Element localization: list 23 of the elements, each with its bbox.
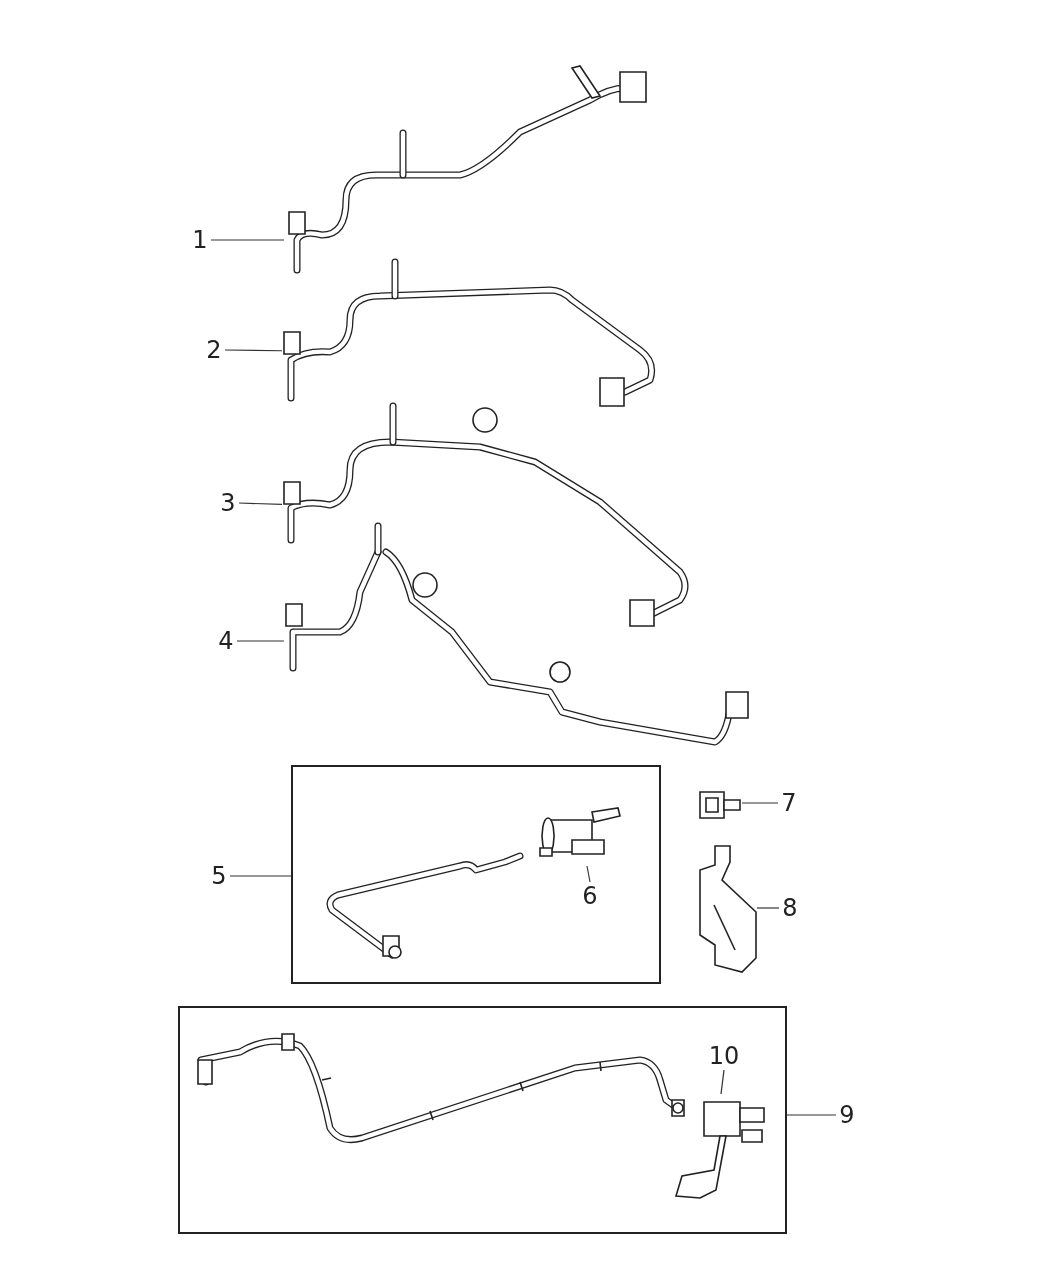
leader-line (756, 907, 780, 909)
leader-line (229, 875, 292, 877)
leader-line (224, 349, 283, 352)
leader-line (236, 640, 285, 642)
leader-line (586, 865, 591, 883)
leader-line (786, 1114, 837, 1116)
group-frame (178, 1006, 787, 1234)
callout-number: 9 (836, 1101, 858, 1129)
callout-number: 7 (778, 789, 800, 817)
group-frame (291, 765, 661, 984)
leader-line (210, 239, 285, 241)
callout-number: 5 (208, 862, 230, 890)
callout-number: 8 (779, 894, 801, 922)
leader-line (741, 802, 779, 804)
leader-line (720, 1069, 725, 1095)
callout-number: 6 (579, 882, 601, 910)
callout-number: 2 (203, 336, 225, 364)
callout-number: 4 (215, 627, 237, 655)
callout-number: 10 (707, 1042, 741, 1070)
callout-number: 1 (189, 226, 211, 254)
callout-number: 3 (217, 489, 239, 517)
leader-line (238, 502, 283, 505)
clip-drawing (696, 788, 742, 820)
